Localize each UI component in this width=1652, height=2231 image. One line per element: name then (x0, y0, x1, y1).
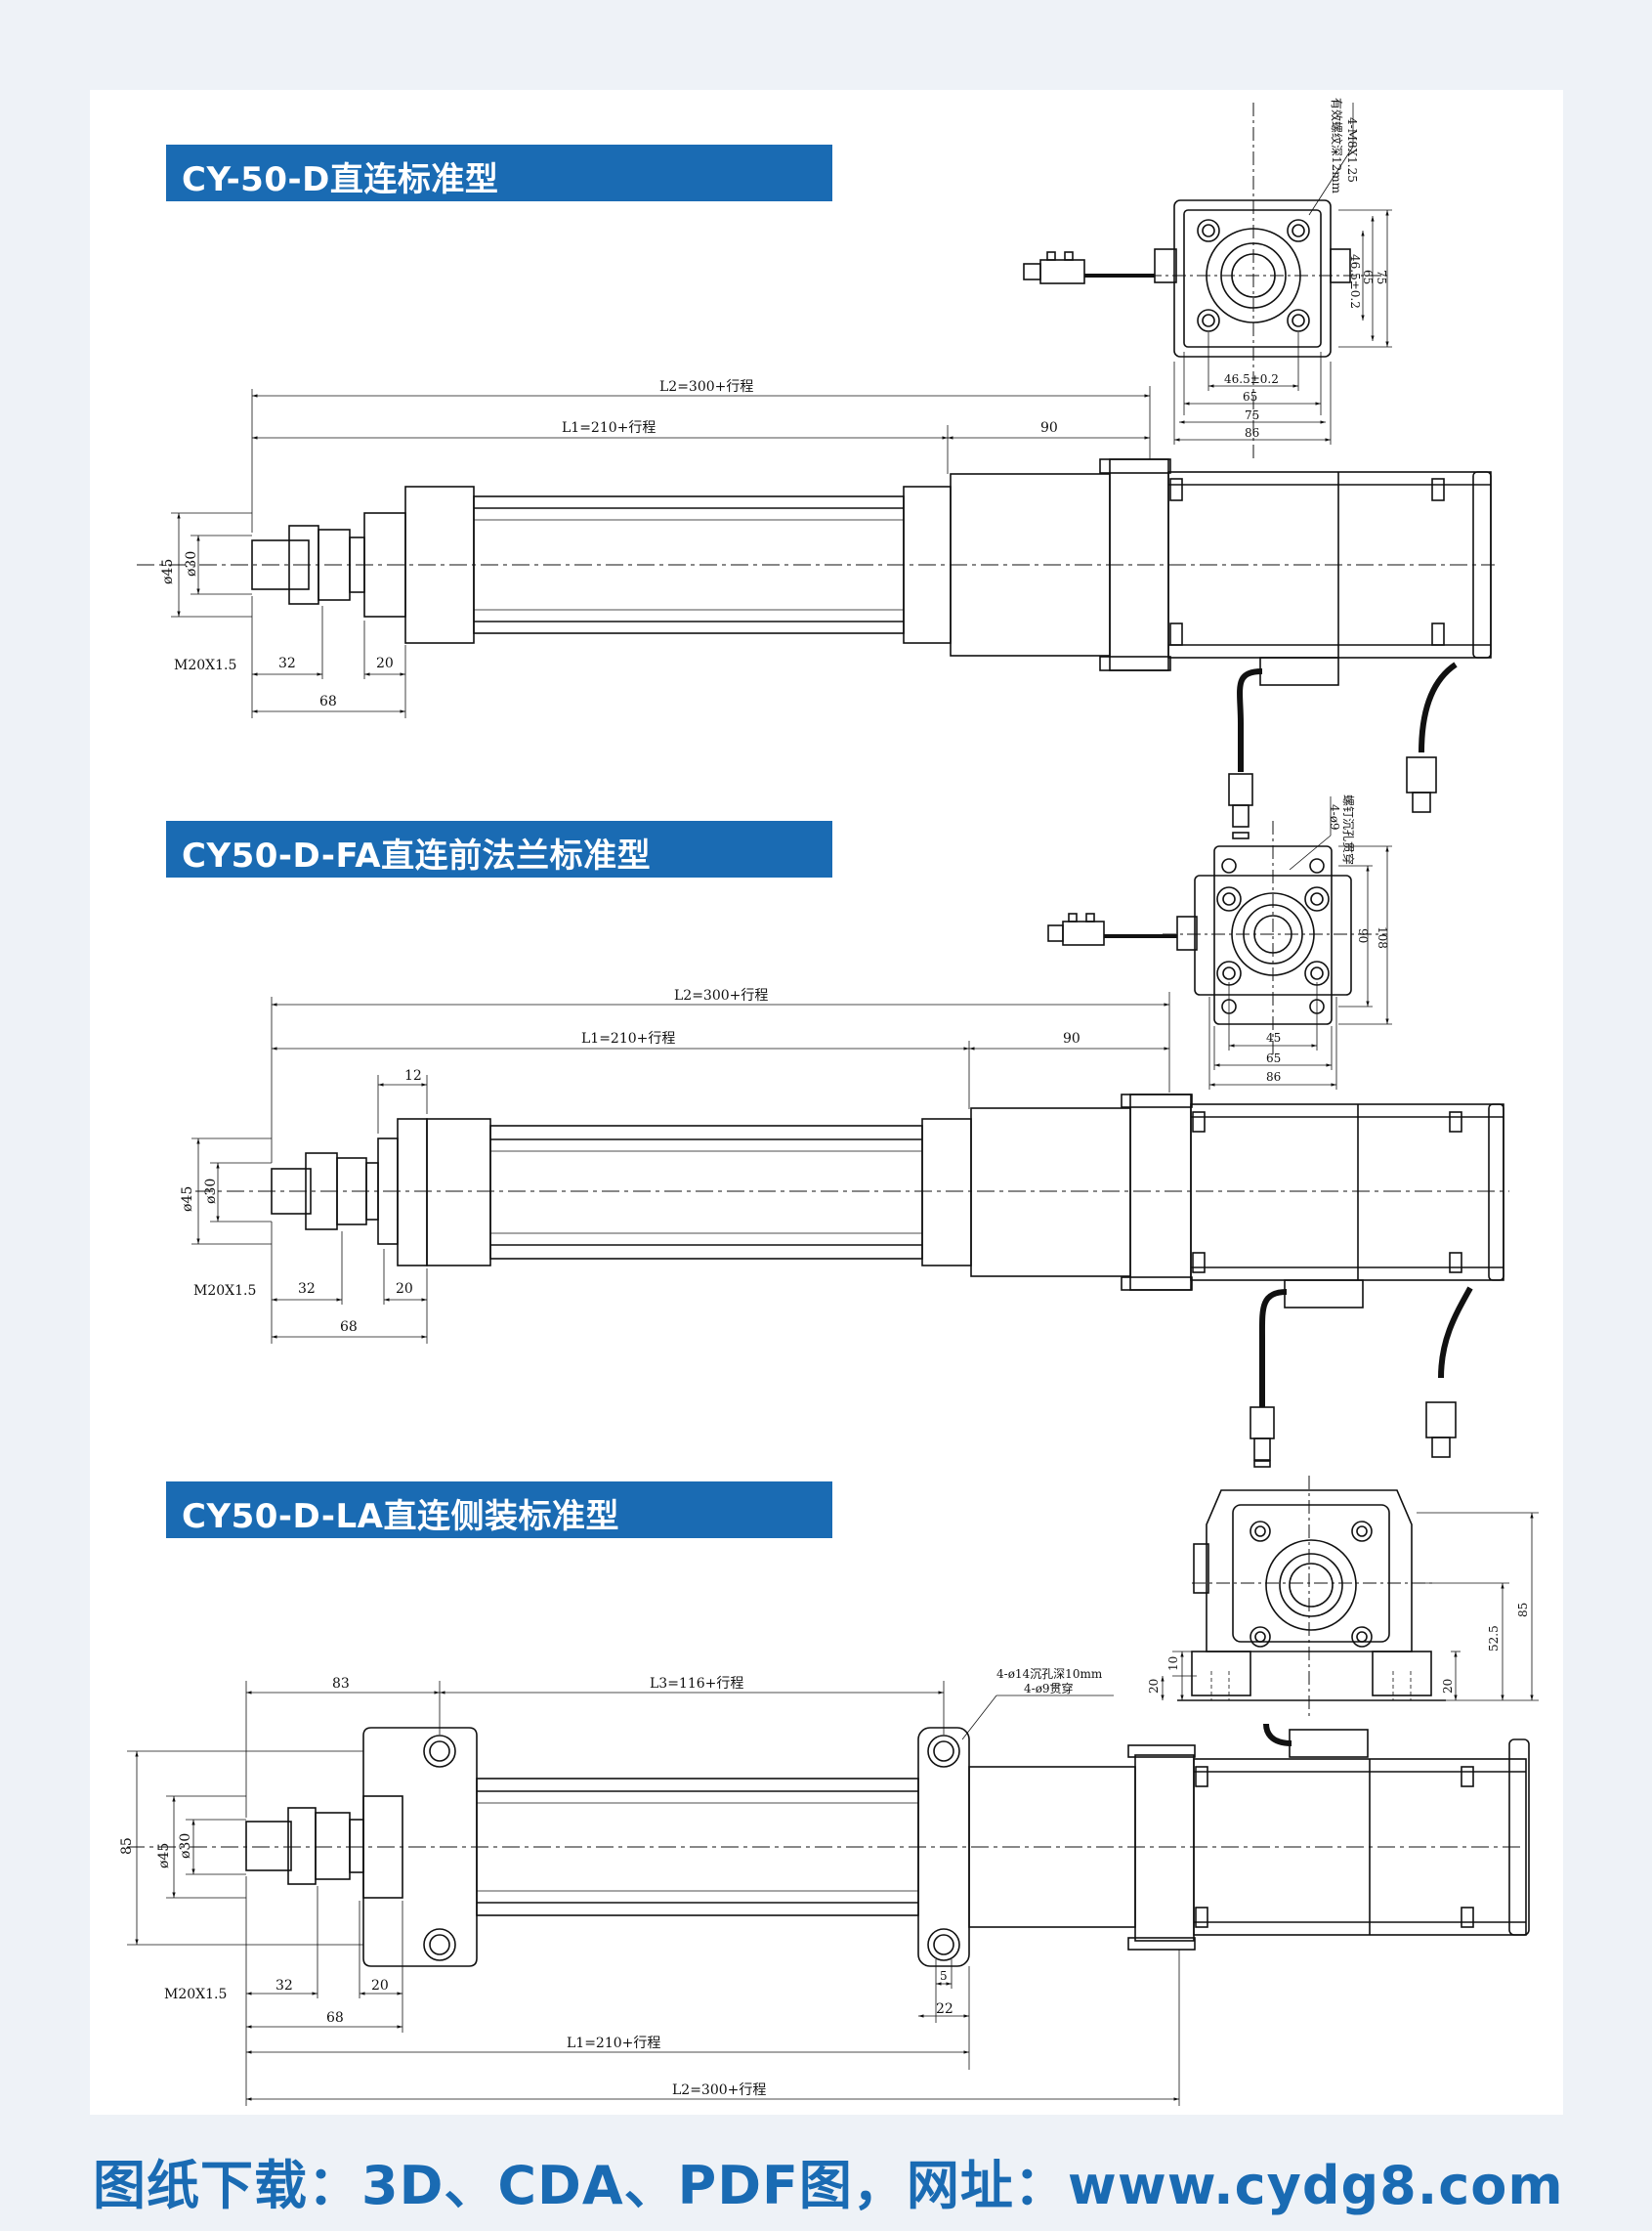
section-title-cy50d-fa: CY50-D-FA直连前法兰标准型 (166, 821, 832, 878)
dim-32-la: 32 (275, 1978, 293, 1994)
dim-h75: 75 (1245, 408, 1259, 422)
dim-dia30: ø30 (184, 551, 199, 577)
end-view-3 (1177, 1476, 1446, 1720)
dim-v75: 75 (1375, 270, 1388, 284)
dim-90-fa: 90 (1063, 1031, 1080, 1047)
dim-v20b-la: 20 (1441, 1679, 1455, 1694)
dim-thread: M20X1.5 (174, 658, 236, 673)
dim-12-fa: 12 (404, 1068, 422, 1084)
dim-83-la: 83 (332, 1676, 350, 1692)
drawing-sheet (90, 90, 1563, 2115)
dim-32-fa: 32 (298, 1281, 316, 1297)
dim-20: 20 (376, 656, 394, 671)
dim-v46: 46.5±0.2 (1348, 254, 1362, 309)
dim-v90-fa: 90 (1356, 928, 1370, 943)
dim-v85-la: 85 (1516, 1603, 1530, 1617)
side-view-2 (195, 1094, 1509, 1468)
dim-thread-fa: M20X1.5 (193, 1283, 256, 1299)
dim-v52-la: 52.5 (1487, 1625, 1501, 1652)
dim-thread-la: M20X1.5 (164, 1987, 227, 2002)
note-holes-fa: 4-ø9 (1328, 804, 1341, 831)
dim-l1: L1=210+行程 (562, 420, 656, 436)
dim-dia45-fa: ø45 (180, 1186, 195, 1212)
end-view-2 (1047, 821, 1387, 1055)
dim-h86-fa: 86 (1266, 1070, 1281, 1084)
dim-h65-fa: 65 (1266, 1051, 1281, 1065)
note-thread-depth: 有效螺纹深12mm (1330, 98, 1344, 194)
dim-l2: L2=300+行程 (659, 379, 753, 395)
dim-22-la: 22 (936, 2001, 953, 2017)
note-through-la: 4-ø9贯穿 (1024, 1681, 1074, 1695)
side-view-1 (137, 458, 1495, 839)
dim-h46: 46.5±0.2 (1224, 372, 1279, 386)
dim-5-la: 5 (940, 1969, 948, 1983)
dim-v65: 65 (1361, 270, 1375, 284)
dim-dia30-la: ø30 (178, 1833, 193, 1859)
dim-l2-fa: L2=300+行程 (674, 988, 768, 1004)
dim-h86: 86 (1245, 426, 1259, 440)
side-view-3 (127, 1723, 1530, 1967)
dim-h65: 65 (1243, 390, 1257, 404)
dim-v10-la: 10 (1166, 1656, 1180, 1671)
dim-v20-la: 20 (1147, 1679, 1161, 1694)
dim-68-la: 68 (326, 2010, 344, 2026)
dim-20-fa: 20 (396, 1281, 413, 1297)
note-through-fa: 螺钉沉孔贯穿 (1341, 794, 1356, 865)
dim-20-la: 20 (371, 1978, 389, 1994)
dim-l3-la: L3=116+行程 (650, 1676, 743, 1692)
dim-v108-fa: 108 (1376, 926, 1389, 949)
dim-85-la: 85 (119, 1837, 135, 1855)
dim-68: 68 (319, 694, 337, 709)
drawing-cy50d-la (127, 1476, 1539, 2106)
section-title-cy50d-la: CY50-D-LA直连侧装标准型 (166, 1481, 832, 1538)
dim-h45-fa: 45 (1266, 1031, 1281, 1045)
dim-90: 90 (1040, 420, 1058, 436)
end-view-1 (1023, 103, 1387, 459)
dim-l1-la: L1=210+行程 (567, 2036, 660, 2051)
drawing-cy50d-fa (191, 796, 1509, 1468)
dim-dia45: ø45 (160, 559, 176, 584)
drawing-cy50d (137, 103, 1495, 839)
dim-dia45-la: ø45 (156, 1843, 172, 1868)
note-holes-la: 4-ø14沉孔深10mm (996, 1667, 1103, 1681)
dim-l1-fa: L1=210+行程 (581, 1031, 675, 1047)
section-title-cy50d: CY-50-D直连标准型 (166, 145, 832, 201)
dim-l2-la: L2=300+行程 (672, 2082, 766, 2098)
note-bolt: 4-M8X1.25 (1345, 117, 1359, 183)
dim-68-fa: 68 (340, 1319, 358, 1335)
footer-download-banner: 图纸下载：3D、CDA、PDF图，网址：www.cydg8.com (93, 2155, 1564, 2216)
dim-dia30-fa: ø30 (203, 1179, 219, 1204)
dim-32: 32 (278, 656, 296, 671)
